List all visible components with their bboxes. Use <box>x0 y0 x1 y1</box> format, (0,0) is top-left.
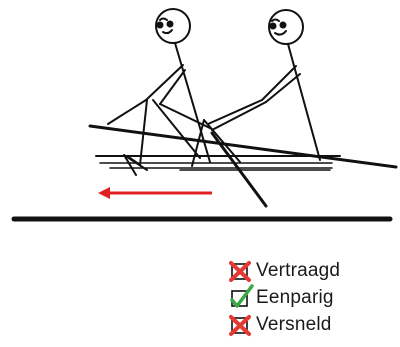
red-cross-icon <box>229 260 251 282</box>
option-label: Versneld <box>256 313 332 335</box>
option-label: Vertraagd <box>256 259 341 281</box>
answer-options: Vertraagd Eenparig Versneld <box>229 257 341 338</box>
green-check-icon <box>230 283 254 308</box>
option-label: Eenparig <box>256 286 334 308</box>
direction-arrow <box>98 187 212 199</box>
option-vertraagd[interactable]: Vertraagd <box>229 257 341 284</box>
rower-back-head <box>268 9 304 45</box>
rower-back <box>191 9 321 167</box>
option-eenparig[interactable]: Eenparig <box>230 283 340 311</box>
red-cross-icon <box>229 314 251 336</box>
oar <box>88 124 398 208</box>
rower-front-head <box>155 8 191 44</box>
rower-front <box>107 8 213 176</box>
option-versneld[interactable]: Versneld <box>229 311 340 338</box>
